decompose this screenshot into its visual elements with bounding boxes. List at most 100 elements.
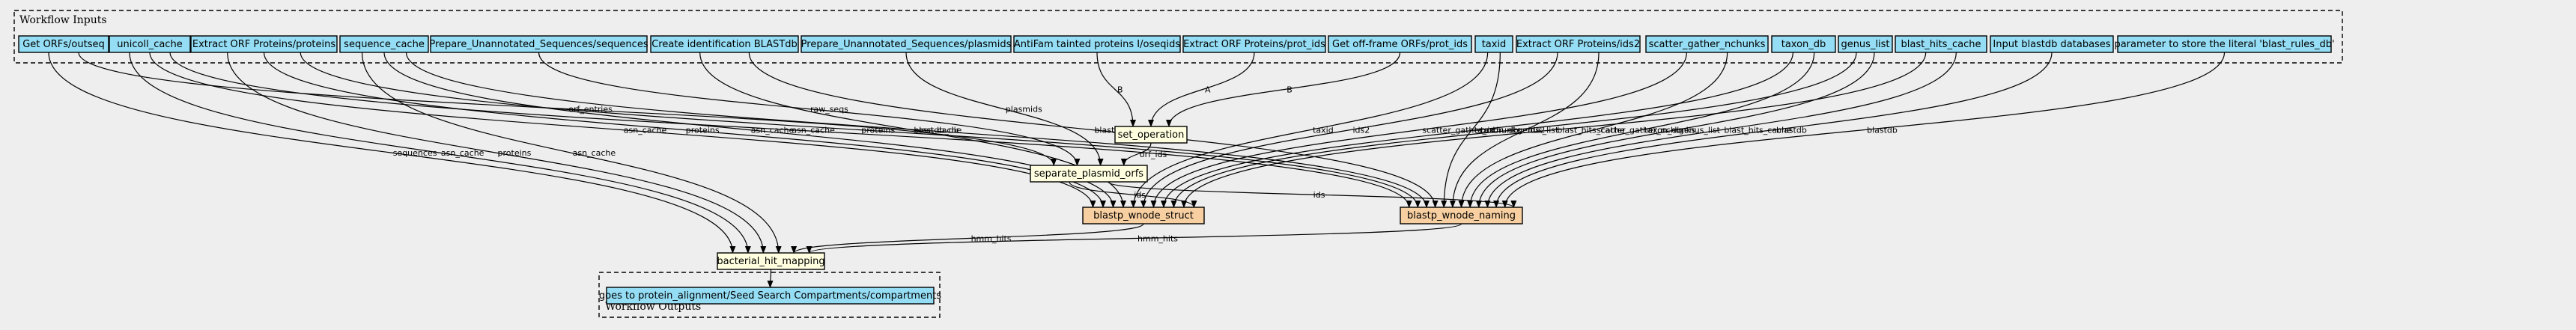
input-node-box bbox=[801, 35, 1012, 53]
input-node-box bbox=[1771, 35, 1836, 53]
edge-blast_hits_cache-to-blastp_wnode_struct bbox=[1181, 52, 1927, 208]
output-node-goes-to-protein-alignment[interactable]: goes to protein_alignment/Seed Search Co… bbox=[599, 287, 941, 305]
outputs-cluster-border bbox=[598, 272, 941, 318]
input-node-label: blast_hits_cache bbox=[1901, 39, 1981, 50]
input-node-label: Prepare_Unannotated_Sequences/sequences bbox=[429, 39, 648, 50]
edge-unicoll_cache-to-blastp_wnode_naming bbox=[169, 52, 1412, 208]
input-node-label: genus_list bbox=[1841, 39, 1889, 50]
input-node-label: Extract ORF Proteins/ids2 bbox=[1516, 39, 1640, 50]
edge-label: blastdb_dir bbox=[914, 126, 959, 135]
edge-extract_orf_ids2-to-blastp_wnode_struct bbox=[1140, 52, 1558, 208]
step-node-box bbox=[717, 252, 825, 270]
edge-label: asn_cache bbox=[624, 126, 667, 135]
input-node-label: Extract ORF Proteins/prot_ids bbox=[1183, 39, 1325, 50]
output-node-box bbox=[606, 287, 935, 305]
input-node-label: Extract ORF Proteins/proteins bbox=[192, 39, 336, 50]
edge-label: asn_cache bbox=[441, 148, 484, 158]
input-node-genus-list[interactable]: genus_list bbox=[1838, 35, 1893, 53]
input-node-extract-orf-proteins[interactable]: Extract ORF Proteins/proteins bbox=[190, 35, 338, 53]
input-node-label: Prepare_Unannotated_Sequences/plasmids bbox=[801, 39, 1012, 50]
edge-extract_orf_proteins-to-blastp_wnode_struct bbox=[263, 52, 1106, 208]
input-node-box bbox=[1474, 35, 1513, 53]
input-node-box bbox=[1182, 35, 1326, 53]
edge-set_operation-to-separate_plasmid_orfs bbox=[1120, 142, 1152, 166]
input-node-box bbox=[1328, 35, 1472, 53]
edge-label: ids bbox=[1134, 190, 1146, 200]
step-node-box bbox=[1400, 207, 1523, 224]
step-node-separate-plasmid-orfs[interactable]: separate_plasmid_orfs bbox=[1030, 165, 1148, 183]
step-node-box bbox=[1082, 207, 1205, 224]
edge-label: B bbox=[1117, 85, 1123, 95]
input-node-prep-unannot-plasmids[interactable]: Prepare_Unannotated_Sequences/plasmids bbox=[801, 35, 1012, 53]
edge-label: taxon_db bbox=[1644, 126, 1682, 135]
edge-label: proteins bbox=[861, 126, 895, 135]
edge-create_id_blastdb-to-blastp_wnode_naming bbox=[748, 52, 1439, 208]
input-node-taxid[interactable]: taxid bbox=[1474, 35, 1513, 53]
input-node-label: Input blastdb databases bbox=[1993, 39, 2110, 50]
edge-separate_plasmid_orfs-to-blastp_wnode_naming bbox=[1108, 181, 1517, 208]
step-node-box bbox=[1030, 165, 1148, 183]
input-node-param-literal[interactable]: parameter to store the literal 'blast_ru… bbox=[2114, 35, 2335, 53]
input-node-box bbox=[1838, 35, 1893, 53]
edge-separate_plasmid_orfs-to-blastp_wnode_struct bbox=[1069, 181, 1197, 208]
edge-sequence_cache-to-bacterial_hit_mapping bbox=[361, 52, 782, 254]
input-node-label: Get ORFs/outseq bbox=[22, 39, 105, 50]
edge-label: blast_hits_cache bbox=[1724, 126, 1792, 135]
input-node-label: Create identification BLASTdb bbox=[651, 39, 798, 50]
inputs-cluster-title: Workflow Inputs bbox=[19, 14, 107, 26]
input-node-antifam-tainted[interactable]: AntiFam tainted proteins I/oseqids bbox=[1013, 35, 1181, 53]
input-node-get-offframe-orfs[interactable]: Get off-frame ORFs/prot_ids bbox=[1328, 35, 1472, 53]
edge-param_literal-to-blastp_wnode_naming bbox=[1501, 52, 2226, 208]
edge-unicoll_cache-to-bacterial_hit_mapping bbox=[129, 52, 751, 254]
edge-taxon_db-to-blastp_wnode_struct bbox=[1161, 52, 1793, 208]
input-node-box bbox=[339, 35, 429, 53]
input-node-box bbox=[1990, 35, 2114, 53]
edge-taxon_db-to-blastp_wnode_naming bbox=[1467, 52, 1815, 208]
step-node-blastp-wnode-struct[interactable]: blastp_wnode_struct bbox=[1082, 207, 1205, 224]
step-node-set-operation[interactable]: set_operation bbox=[1114, 126, 1188, 144]
edge-label: taxon_db bbox=[1480, 126, 1518, 135]
edge-label: scatter_gather_nchunks bbox=[1597, 126, 1695, 135]
input-node-label: sequence_cache bbox=[344, 39, 425, 50]
input-node-extract-orf-ids2[interactable]: Extract ORF Proteins/ids2 bbox=[1516, 35, 1641, 53]
edge-blast_hits_cache-to-blastp_wnode_naming bbox=[1484, 52, 1957, 208]
input-node-box bbox=[2117, 35, 2332, 53]
inputs-cluster-border bbox=[13, 10, 2343, 64]
step-node-bacterial-hit-mapping[interactable]: bacterial_hit_mapping bbox=[717, 252, 825, 270]
input-node-label: AntiFam tainted proteins I/oseqids bbox=[1014, 39, 1180, 50]
output-node-label: goes to protein_alignment/Seed Search Co… bbox=[599, 290, 941, 302]
input-node-get-orfs-outseq[interactable]: Get ORFs/outseq bbox=[18, 35, 109, 53]
edge-taxid-to-blastp_wnode_naming bbox=[1441, 52, 1501, 208]
input-node-input-blastdb[interactable]: Input blastdb databases bbox=[1990, 35, 2114, 53]
input-node-scatter-gather-nchunks[interactable]: scatter_gather_nchunks bbox=[1645, 35, 1769, 53]
edge-label: blastdb bbox=[1776, 126, 1807, 135]
edge-label: sequences bbox=[393, 148, 437, 158]
edge-label: hmm_hits bbox=[1137, 234, 1178, 244]
edge-extract_orf_ids2-to-blastp_wnode_naming bbox=[1449, 52, 1600, 208]
step-node-label: bacterial_hit_mapping bbox=[717, 256, 824, 267]
edge-input_blastdb-to-blastp_wnode_naming bbox=[1493, 52, 2053, 208]
input-node-prep-unannot-seqs[interactable]: Prepare_Unannotated_Sequences/sequences bbox=[429, 35, 648, 53]
edge-label: blast_hits_cache bbox=[1557, 126, 1625, 135]
input-node-box bbox=[650, 35, 799, 53]
edge-label: taxid bbox=[1474, 126, 1495, 135]
input-node-blast-hits-cache[interactable]: blast_hits_cache bbox=[1895, 35, 1987, 53]
edge-label: orf_entries bbox=[568, 105, 613, 114]
input-node-create-id-blastdb[interactable]: Create identification BLASTdb bbox=[650, 35, 799, 53]
edge-label: ids2 bbox=[1528, 126, 1545, 135]
input-node-box bbox=[1645, 35, 1769, 53]
edge-blastp_wnode_naming-to-bacterial_hit_mapping bbox=[806, 223, 1462, 254]
input-node-box bbox=[109, 35, 191, 53]
input-node-taxon-db[interactable]: taxon_db bbox=[1771, 35, 1836, 53]
edge-sequence_cache-to-blastp_wnode_naming bbox=[405, 52, 1430, 208]
edge-label: scatter_gather_nchunks bbox=[1422, 126, 1521, 135]
input-node-sequence-cache[interactable]: sequence_cache bbox=[339, 35, 429, 53]
input-node-label: parameter to store the literal 'blast_ru… bbox=[2114, 39, 2334, 50]
input-node-unicoll-cache[interactable]: unicoll_cache bbox=[109, 35, 191, 53]
input-node-box bbox=[18, 35, 109, 53]
input-node-extract-orf-prot-ids[interactable]: Extract ORF Proteins/prot_ids bbox=[1182, 35, 1326, 53]
step-node-blastp-wnode-naming[interactable]: blastp_wnode_naming bbox=[1400, 207, 1523, 224]
